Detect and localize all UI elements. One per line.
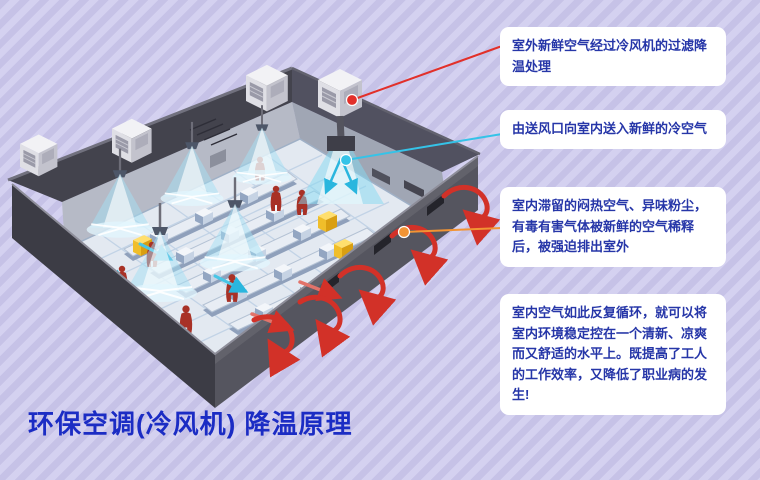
factory-cooling-illustration bbox=[7, 64, 500, 408]
callout-exhaust-air: 室内滞留的闷热空气、异味粉尘，有毒有害气体被新鲜的空气稀释后，被强迫排出室外 bbox=[500, 187, 726, 267]
callout-fresh-air-filtering-text: 室外新鲜空气经过冷风机的过滤降温处理 bbox=[512, 38, 708, 74]
callout-circulation: 室内空气如此反复循环，就可以将室内环境稳定控在一个清新、凉爽而又舒适的水平上。既… bbox=[500, 294, 726, 415]
callout-supply-air-text: 由送风口向室内送入新鲜的冷空气 bbox=[512, 121, 708, 136]
callout-fresh-air-filtering: 室外新鲜空气经过冷风机的过滤降温处理 bbox=[500, 27, 726, 87]
callout-exhaust-air-text: 室内滞留的闷热空气、异味粉尘，有毒有害气体被新鲜的空气稀释后，被强迫排出室外 bbox=[512, 198, 708, 255]
callout-circulation-text: 室内空气如此反复循环，就可以将室内环境稳定控在一个清新、凉爽而又舒适的水平上。既… bbox=[512, 305, 708, 403]
page-title: 环保空调(冷风机) 降温原理 bbox=[28, 409, 353, 439]
callout-supply-air: 由送风口向室内送入新鲜的冷空气 bbox=[500, 110, 726, 149]
